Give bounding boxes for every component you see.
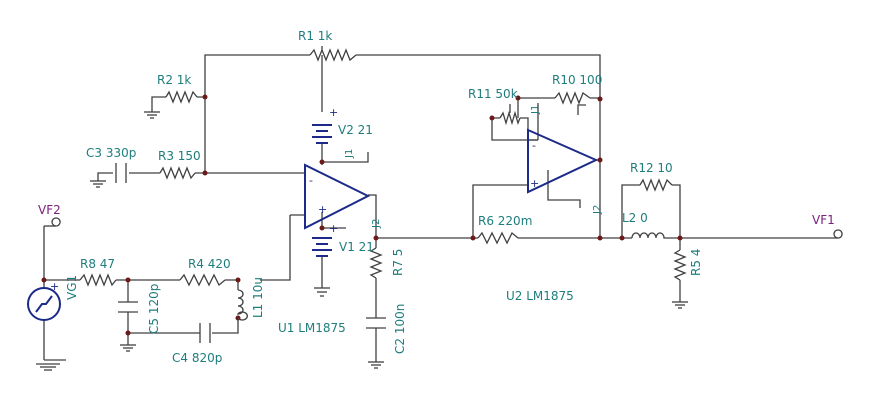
node-dot: [319, 225, 325, 231]
label-l1: L1 10u: [251, 277, 265, 318]
node-dot: [373, 235, 379, 241]
probe-terminals: [51, 217, 843, 239]
label-r11: R11 50k: [468, 87, 518, 101]
node-dot: [489, 115, 495, 121]
label-r8: R8 47: [80, 257, 115, 271]
resistor-r10[interactable]: [554, 91, 591, 105]
inductors: [236, 232, 668, 321]
node-dot: [597, 157, 603, 163]
signal-source-vg1[interactable]: +: [27, 280, 61, 321]
node-dot: [202, 170, 208, 176]
label-r10: R10 100: [552, 73, 602, 87]
wires: [43, 54, 838, 362]
resistors: [79, 46, 687, 287]
node-dot: [677, 235, 683, 241]
node-dot: [125, 330, 131, 336]
probe-vf2-icon[interactable]: [51, 217, 61, 227]
label-u2: U2 LM1875: [506, 289, 574, 303]
labels: R1 1k R2 1k C3 330p R3 150 V2 21 V1 21 R…: [38, 29, 835, 365]
opamp-u2[interactable]: - +: [527, 128, 599, 194]
label-c4: C4 820p: [172, 351, 222, 365]
ground-icon: [36, 359, 66, 371]
capacitor-c4[interactable]: [199, 323, 211, 343]
svg-text:+: +: [530, 177, 539, 190]
label-j2-u1: J2: [371, 219, 382, 229]
label-r6: R6 220m: [478, 214, 532, 228]
label-r3: R3 150: [158, 149, 201, 163]
node-dot: [619, 235, 625, 241]
node-dot: [202, 94, 208, 100]
label-r1: R1 1k: [298, 29, 332, 43]
label-c5: C5 120p: [147, 284, 161, 334]
svg-text:+: +: [329, 222, 338, 235]
label-u1: U1 LM1875: [278, 321, 346, 335]
label-vg1: VG1: [65, 275, 79, 300]
resistor-r7[interactable]: [369, 247, 383, 279]
label-c2: C2 100n: [393, 304, 407, 354]
resistor-r8[interactable]: [79, 273, 117, 287]
resistor-r4[interactable]: [179, 273, 226, 287]
inductor-l2[interactable]: [631, 232, 668, 239]
ground-icon: [368, 361, 384, 369]
label-vf1: VF1: [812, 213, 835, 227]
resistor-r5[interactable]: [673, 249, 687, 281]
resistor-r11[interactable]: [499, 110, 521, 126]
node-dot: [597, 96, 603, 102]
ground-symbols: [36, 108, 688, 371]
capacitors: [115, 163, 386, 344]
label-j1-u1: J1: [344, 149, 355, 159]
label-r5: R5 4: [689, 249, 703, 276]
node-dot: [597, 235, 603, 241]
capacitor-c2[interactable]: [366, 317, 386, 329]
capacitor-c5[interactable]: [118, 301, 138, 313]
resistor-r12[interactable]: [639, 178, 673, 192]
ground-icon: [120, 344, 136, 352]
resistor-r1[interactable]: [309, 48, 357, 62]
battery-v1[interactable]: +: [312, 222, 338, 257]
svg-text:+: +: [329, 106, 338, 119]
node-dot: [41, 277, 47, 283]
node-dot: [235, 277, 241, 283]
node-dot: [515, 95, 521, 101]
label-r4: R4 420: [188, 257, 231, 271]
svg-text:-: -: [532, 139, 536, 152]
junctions: [41, 94, 683, 336]
battery-v2[interactable]: +: [312, 106, 338, 144]
inductor-l1[interactable]: [236, 289, 248, 321]
label-v1: V1 21: [339, 240, 374, 254]
svg-text:+: +: [50, 280, 59, 293]
svg-text:+: +: [318, 203, 327, 216]
label-j2-u2: J2: [592, 205, 603, 215]
probe-vf1-icon[interactable]: [833, 229, 843, 239]
node-dot: [125, 277, 131, 283]
resistor-r3[interactable]: [159, 166, 196, 180]
label-l2: L2 0: [622, 211, 648, 225]
label-c3: C3 330p: [86, 146, 136, 160]
resistor-r2[interactable]: [165, 90, 198, 104]
capacitor-c3[interactable]: [115, 163, 127, 183]
label-r12: R12 10: [630, 161, 673, 175]
node-dot: [319, 159, 325, 165]
node-dot: [470, 235, 476, 241]
svg-text:-: -: [309, 174, 313, 187]
label-r7: R7 5: [391, 249, 405, 276]
label-v2: V2 21: [338, 123, 373, 137]
label-r2: R2 1k: [157, 73, 191, 87]
resistor-r6[interactable]: [477, 231, 519, 245]
label-j1-u2: J1: [530, 105, 541, 115]
ground-icon: [144, 108, 160, 119]
ground-icon: [672, 301, 688, 309]
opamp-u1[interactable]: - +: [304, 163, 371, 230]
ground-icon: [90, 180, 106, 188]
label-vf2: VF2: [38, 203, 61, 217]
ground-icon: [314, 287, 330, 297]
